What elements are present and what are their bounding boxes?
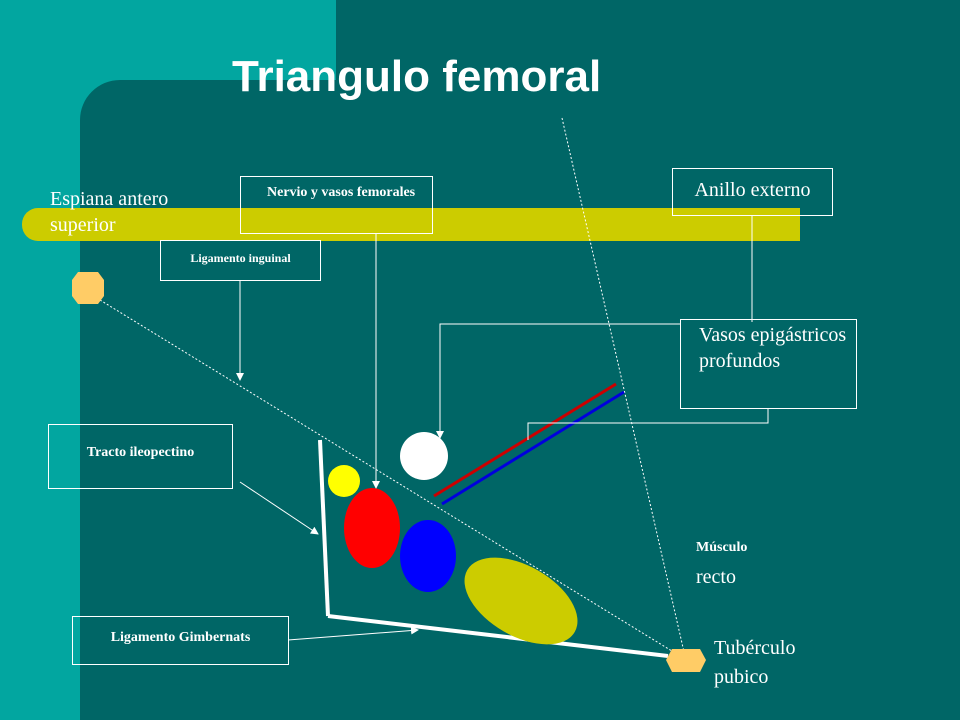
femoral-vein-ellipse bbox=[400, 520, 456, 592]
vasos-epigastricos-box: Vasos epigástricos profundos bbox=[680, 319, 857, 409]
femoral-artery-ellipse bbox=[344, 488, 400, 568]
inguinal-dotted-line bbox=[99, 299, 681, 657]
recto-label: recto bbox=[696, 566, 736, 588]
musculo-label: Músculo bbox=[696, 540, 748, 555]
page-title: Triangulo femoral bbox=[232, 52, 602, 101]
femoral-nerve-circle bbox=[328, 465, 360, 497]
inguinal-ligament-band bbox=[22, 208, 800, 241]
nervio-box: Nervio y vasos femorales bbox=[240, 176, 433, 234]
gimbernats-arrow bbox=[287, 626, 419, 641]
tracto-arrow bbox=[239, 481, 319, 535]
anillo-externo-box: Anillo externo bbox=[672, 168, 833, 216]
lymph-node-circle bbox=[400, 432, 448, 480]
pubic-tubercle-marker bbox=[666, 649, 706, 672]
muscle-ellipse bbox=[464, 557, 578, 645]
vasos-arrow bbox=[436, 323, 680, 439]
vertical-dotted-line bbox=[561, 117, 685, 653]
ligamento-inguinal-box: Ligamento inguinal bbox=[160, 240, 321, 281]
vasos-connector bbox=[527, 409, 769, 440]
espina-label: Espiana antero superior bbox=[50, 188, 169, 236]
epigastric-artery-line bbox=[433, 382, 617, 498]
gimbernats-box: Ligamento Gimbernats bbox=[72, 616, 289, 665]
tuberculo-label: Tubérculo pubico bbox=[714, 637, 796, 688]
tracto-box: Tracto ileopectino bbox=[48, 424, 233, 489]
anterior-superior-spine-marker bbox=[72, 272, 104, 304]
pectineal-line bbox=[327, 614, 669, 658]
epigastric-vein-line bbox=[441, 390, 625, 506]
lacunar-vertical-line bbox=[318, 439, 330, 617]
